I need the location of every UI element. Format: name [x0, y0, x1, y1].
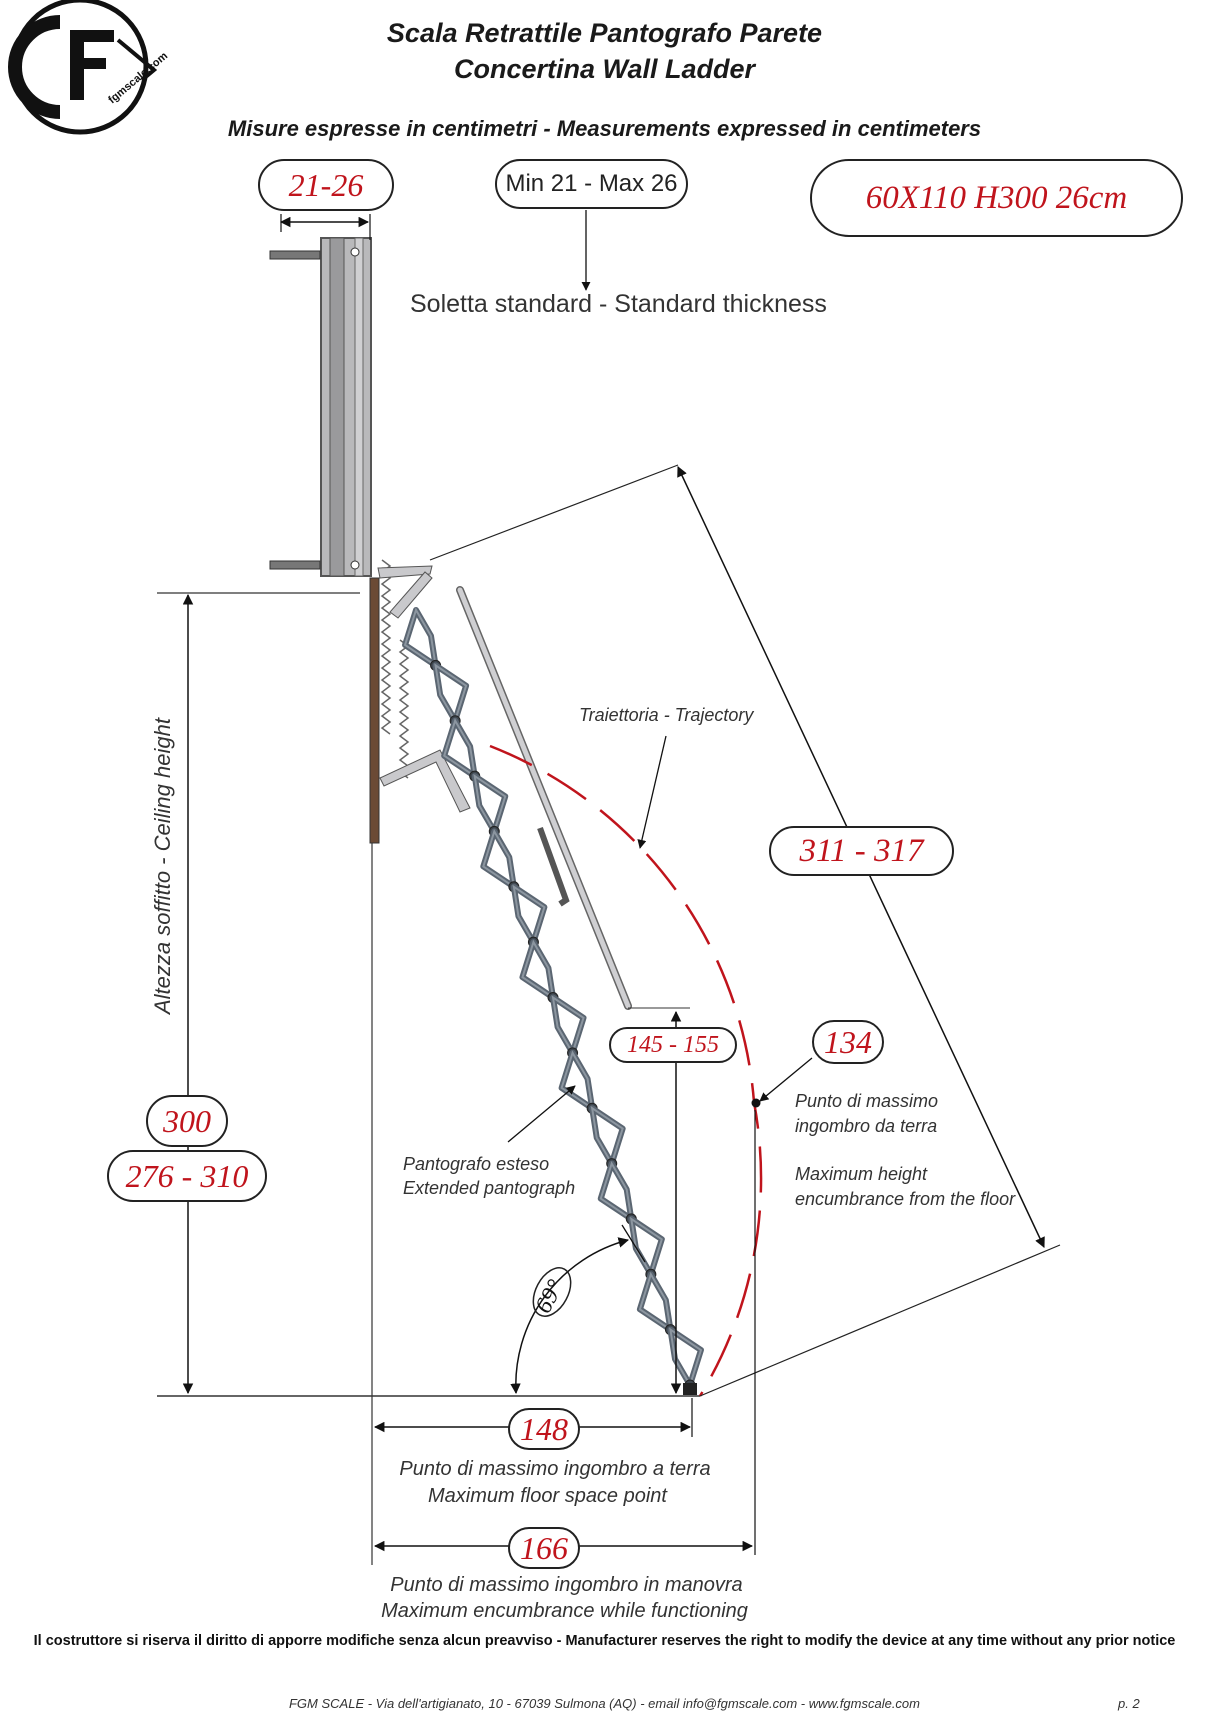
max-height-label-en-2: encumbrance from the floor	[795, 1189, 1016, 1209]
thickness-minmax-badge: Min 21 - Max 26	[495, 159, 688, 209]
spring	[380, 559, 410, 779]
trajectory-label: Traiettoria - Trajectory	[579, 705, 754, 725]
diagonal-badge: 311 - 317	[769, 826, 954, 876]
handle-height-badge: 145 - 155	[609, 1027, 737, 1063]
wall-plate	[369, 577, 380, 844]
ceiling-range-badge: 276 - 310	[107, 1150, 267, 1202]
pantograph	[402, 607, 704, 1391]
ladder-foot	[683, 1383, 697, 1395]
operation-label-it: Punto di massimo ingombro in manovra	[390, 1574, 743, 1596]
pantograph-label-it: Pantografo esteso	[403, 1154, 550, 1174]
thickness-range-badge: 21-26	[258, 159, 394, 211]
thickness-label: Soletta standard - Standard thickness	[410, 290, 827, 318]
trajectory-arc	[489, 744, 763, 1397]
support-arms	[377, 565, 471, 813]
measurement-subtitle: Misure espresse in centimetri - Measurem…	[227, 116, 982, 141]
floor-space-label-it: Punto di massimo ingombro a terra	[399, 1458, 711, 1480]
max-height-label-it-2: ingombro da terra	[795, 1116, 938, 1136]
ceiling-nominal-badge: 300	[146, 1095, 228, 1147]
operation-badge: 166	[508, 1527, 580, 1569]
max-height-label-it-1: Punto di massimo	[795, 1091, 939, 1111]
title-line2: Concertina Wall Ladder	[453, 54, 756, 84]
model-code-badge: 60X110 H300 26cm	[810, 159, 1183, 237]
handle-pole	[456, 586, 632, 1010]
floor-space-badge: 148	[508, 1408, 580, 1450]
disclaimer-notice: Il costruttore si riserva il diritto di …	[33, 1633, 1176, 1649]
footer-address: FGM SCALE - Via dell'artigianato, 10 - 6…	[288, 1696, 920, 1711]
ceiling-height-label: Altezza soffitto - Ceiling height	[150, 717, 175, 1016]
operation-label-en: Maximum encumbrance while functioning	[381, 1600, 748, 1622]
max-height-badge: 134	[812, 1020, 884, 1064]
floor-space-label-en: Maximum floor space point	[428, 1485, 667, 1507]
fgm-logo: fgmscale.com	[8, 0, 170, 135]
pantograph-label-en: Extended pantograph	[403, 1178, 576, 1198]
ladder-box	[269, 237, 372, 577]
page-number: p. 2	[1118, 1696, 1140, 1711]
max-height-label-en-1: Maximum height	[795, 1164, 928, 1184]
title-line1: Scala Retrattile Pantografo Parete	[386, 18, 823, 48]
